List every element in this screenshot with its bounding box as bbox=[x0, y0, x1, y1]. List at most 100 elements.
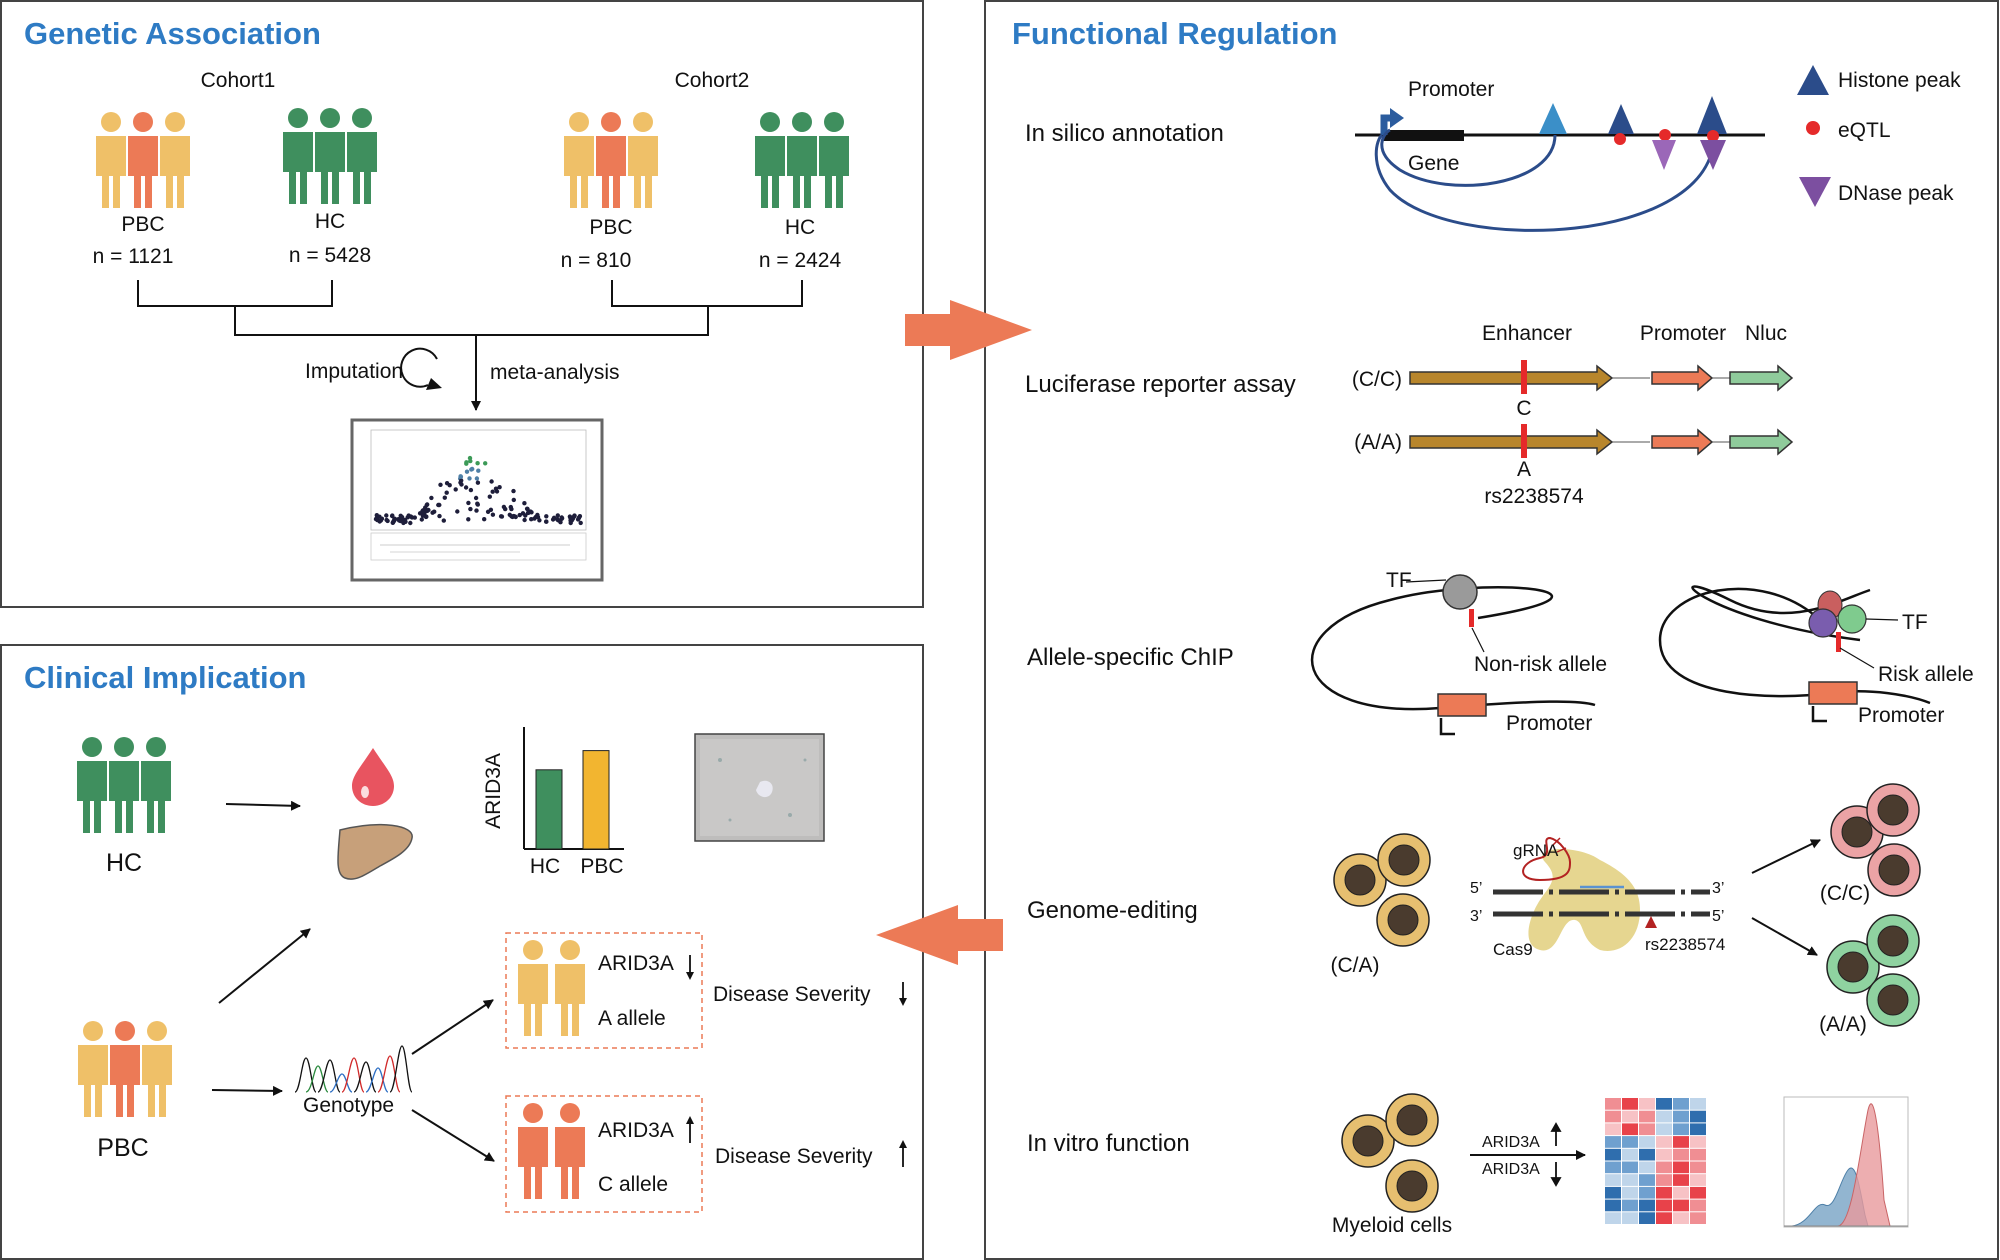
heatmap-cell bbox=[1673, 1186, 1689, 1199]
heatmap-cell bbox=[1605, 1186, 1621, 1199]
editing-grna-label: gRNA bbox=[1513, 841, 1559, 860]
cohort2-hc-n: n = 2424 bbox=[759, 249, 842, 272]
chip-promoter-label-1: Promoter bbox=[1506, 712, 1592, 735]
chip-tf-label-2: TF bbox=[1902, 611, 1928, 634]
arrow-to-functional bbox=[905, 300, 1032, 360]
luc-aa-label: (A/A) bbox=[1354, 431, 1402, 454]
plot-point bbox=[577, 514, 583, 519]
cohort2-hc-label: HC bbox=[785, 216, 815, 239]
row-insilico-label: In silico annotation bbox=[1025, 120, 1224, 147]
chip-tf-label-1: TF bbox=[1386, 569, 1412, 592]
editing-snp-label: rs2238574 bbox=[1645, 935, 1725, 954]
heatmap-cell bbox=[1656, 1148, 1672, 1161]
heatmap-cell bbox=[1690, 1161, 1706, 1174]
heatmap-cell bbox=[1622, 1212, 1638, 1224]
low-risk-box bbox=[505, 932, 703, 1049]
arrow-to-clinical bbox=[876, 905, 1003, 965]
plot-point bbox=[458, 474, 464, 479]
luc-nluc-label: Nluc bbox=[1745, 322, 1787, 345]
heatmap-cell bbox=[1639, 1212, 1655, 1224]
plot-point bbox=[485, 509, 491, 514]
plot-point bbox=[487, 494, 492, 499]
editing-arrows bbox=[1751, 839, 1821, 956]
heatmap-cell bbox=[1622, 1110, 1638, 1123]
chip-promoter-label-2: Promoter bbox=[1858, 704, 1944, 727]
heatmap-cell bbox=[1622, 1199, 1638, 1212]
plot-point bbox=[468, 487, 474, 493]
plot-point bbox=[490, 512, 496, 517]
heatmap-cell bbox=[1639, 1148, 1655, 1161]
heatmap-cell bbox=[1690, 1123, 1706, 1136]
plot-point bbox=[467, 476, 472, 481]
low-risk-gene-arrow bbox=[686, 955, 694, 980]
editing-3prime-top: 3’ bbox=[1712, 880, 1724, 897]
high-risk-person-1 bbox=[518, 1103, 548, 1199]
invitro-cells bbox=[1341, 1093, 1439, 1213]
plot-point bbox=[525, 506, 530, 512]
plot-point bbox=[568, 520, 573, 526]
heatmap-cell bbox=[1622, 1123, 1638, 1136]
editing-cas9-label: Cas9 bbox=[1493, 940, 1533, 959]
clinical-hc-label: HC bbox=[106, 849, 142, 877]
plot-point bbox=[459, 478, 464, 483]
plot-point bbox=[466, 517, 471, 522]
luc-snp-label: rs2238574 bbox=[1484, 485, 1584, 508]
functional-title: Functional Regulation bbox=[1012, 16, 1338, 51]
plot-point bbox=[384, 513, 389, 518]
invitro-cells-label: Myeloid cells bbox=[1332, 1214, 1452, 1237]
plot-point bbox=[442, 495, 447, 500]
dnase-peak-icon bbox=[1799, 177, 1831, 207]
heatmap-cell bbox=[1622, 1174, 1638, 1186]
plot-point bbox=[469, 467, 474, 472]
cohort1-hc-label: HC bbox=[315, 210, 345, 233]
heatmap-cell bbox=[1690, 1174, 1706, 1186]
plot-point bbox=[490, 489, 495, 494]
histone-peak-icon bbox=[1797, 65, 1829, 95]
heatmap-cell bbox=[1690, 1098, 1706, 1110]
plot-point bbox=[494, 489, 500, 494]
heatmap-cell bbox=[1622, 1148, 1638, 1161]
luc-enhancer-label: Enhancer bbox=[1482, 322, 1572, 345]
invitro-gene-down: ARID3A bbox=[1482, 1161, 1540, 1178]
plot-point bbox=[390, 513, 395, 518]
imputation-label: Imputation bbox=[305, 360, 403, 383]
luc-construct-aa bbox=[1409, 424, 1794, 458]
insilico-legend bbox=[1797, 65, 1831, 207]
low-risk-allele: A allele bbox=[598, 1007, 666, 1030]
plot-point bbox=[510, 514, 515, 520]
bar-pbc bbox=[582, 750, 610, 850]
functional-panel-border bbox=[984, 0, 1999, 1260]
editing-5prime-top: 5’ bbox=[1470, 880, 1482, 897]
high-risk-severity: Disease Severity bbox=[715, 1145, 873, 1168]
high-risk-allele: C allele bbox=[598, 1173, 668, 1196]
heatmap-cell bbox=[1605, 1161, 1621, 1174]
heatmap-cell bbox=[1605, 1136, 1621, 1148]
cohort-bracket bbox=[137, 280, 803, 411]
high-risk-person-2 bbox=[555, 1103, 585, 1199]
plot-point bbox=[437, 513, 442, 519]
heatmap-cell bbox=[1605, 1174, 1621, 1186]
plot-point bbox=[420, 513, 426, 518]
plot-point bbox=[475, 461, 480, 466]
clinical-title: Clinical Implication bbox=[24, 660, 307, 695]
bar-hc bbox=[535, 769, 563, 850]
plot-point bbox=[429, 495, 434, 501]
editing-aa-cells bbox=[1826, 914, 1920, 1027]
plot-point bbox=[529, 510, 534, 515]
heatmap-cell bbox=[1639, 1110, 1655, 1123]
cohort2-pbc-n: n = 810 bbox=[561, 249, 632, 272]
histology-image bbox=[694, 733, 825, 842]
heatmap-cell bbox=[1690, 1136, 1706, 1148]
arid3a-bar-chart bbox=[523, 727, 624, 850]
legend-histone: Histone peak bbox=[1838, 69, 1961, 92]
heatmap-cell bbox=[1673, 1148, 1689, 1161]
heatmap-cell bbox=[1656, 1136, 1672, 1148]
plot-point bbox=[459, 482, 464, 487]
high-risk-box bbox=[505, 1095, 703, 1213]
heatmap-cell bbox=[1605, 1212, 1621, 1224]
heatmap-cell bbox=[1673, 1212, 1689, 1224]
clinical-pbc-label: PBC bbox=[97, 1134, 148, 1162]
heatmap-cell bbox=[1690, 1110, 1706, 1123]
luc-construct-cc bbox=[1409, 360, 1794, 394]
